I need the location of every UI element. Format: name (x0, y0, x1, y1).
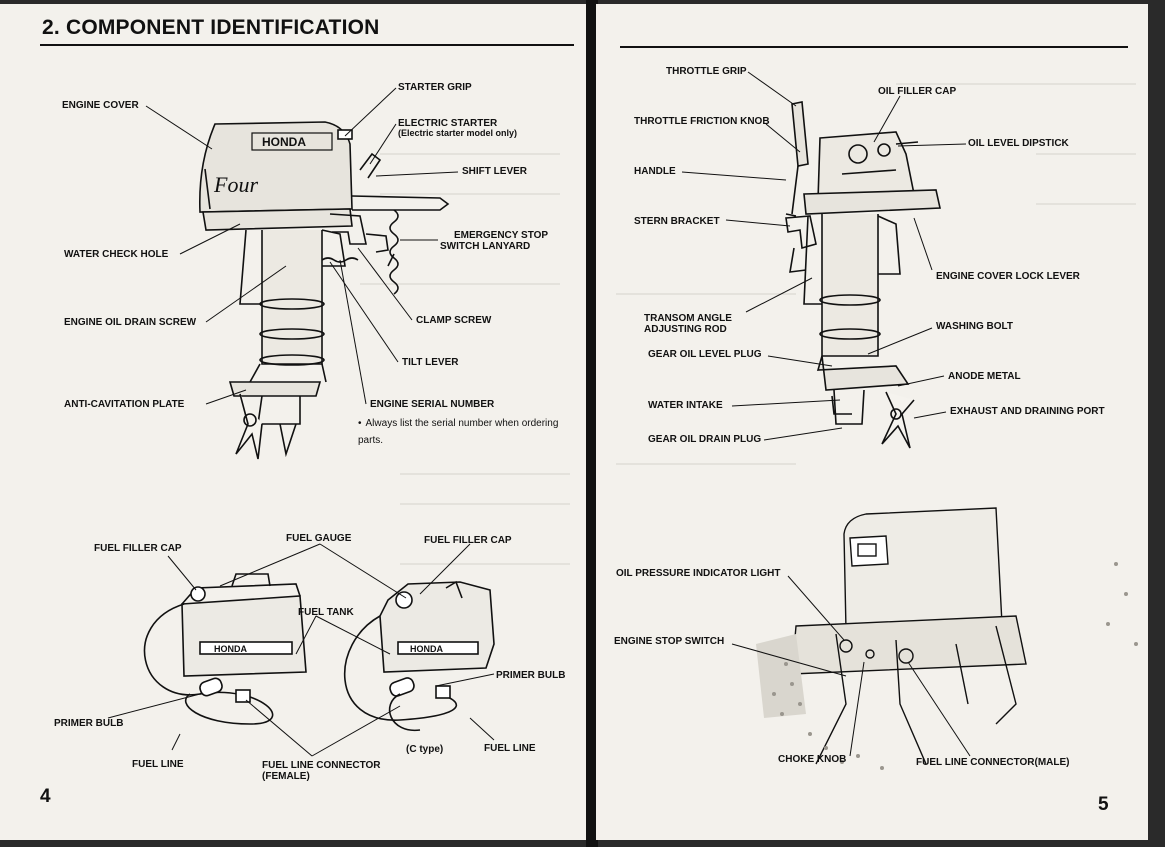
label-electric-starter: ELECTRIC STARTER (398, 118, 498, 129)
title-rule (40, 44, 574, 46)
right-title-rule (620, 46, 1128, 48)
outboard-motor-illustration: HONDA Four (198, 121, 450, 460)
label-primer-bulb-left: PRIMER BULB (54, 718, 124, 729)
label-engine-serial-number: ENGINE SERIAL NUMBER (370, 399, 495, 410)
serial-note-text: Always list the serial number when order… (358, 418, 559, 446)
label-engine-stop-switch: ENGINE STOP SWITCH (614, 636, 725, 647)
label-tilt-lever: TILT LEVER (402, 357, 459, 368)
label-gear-oil-drain-plug: GEAR OIL DRAIN PLUG (648, 434, 762, 445)
right-leader-lines (681, 71, 971, 757)
label-exhaust-draining-port: EXHAUST AND DRAINING PORT (950, 406, 1105, 417)
label-c-type: (C type) (406, 744, 444, 755)
section-title: 2. COMPONENT IDENTIFICATION (42, 16, 380, 39)
label-starter-grip: STARTER GRIP (398, 82, 472, 93)
label-fuel-line-connector: FUEL LINE CONNECTOR (262, 760, 381, 771)
label-shift-lever: SHIFT LEVER (462, 166, 528, 177)
bleed-through-text (360, 153, 570, 565)
label-fuel-filler-cap-right: FUEL FILLER CAP (424, 535, 512, 546)
label-fuel-gauge: FUEL GAUGE (286, 533, 352, 544)
engine-script-logo: Four (213, 172, 258, 197)
label-gear-oil-level-plug: GEAR OIL LEVEL PLUG (648, 349, 762, 360)
label-choke-knob: CHOKE KNOB (778, 754, 847, 765)
label-switch-lanyard: SWITCH LANYARD (440, 241, 531, 252)
label-fuel-line-connector-male: FUEL LINE CONNECTOR(MALE) (916, 757, 1070, 768)
label-handle: HANDLE (634, 166, 676, 177)
label-fuel-line-right: FUEL LINE (484, 743, 536, 754)
label-electric-starter-note: (Electric starter model only) (398, 128, 518, 138)
label-throttle-grip: THROTTLE GRIP (666, 66, 747, 77)
label-primer-bulb-right: PRIMER BULB (496, 670, 566, 681)
label-engine-cover: ENGINE COVER (62, 100, 139, 111)
label-fuel-tank: FUEL TANK (298, 607, 354, 618)
right-page: THROTTLE GRIP OIL FILLER CAP THROTTLE FR… (596, 4, 1148, 840)
book-spine (586, 0, 598, 847)
label-water-intake: WATER INTAKE (648, 400, 723, 411)
label-engine-cover-lock-lever: ENGINE COVER LOCK LEVER (936, 271, 1080, 282)
label-anti-cavitation-plate: ANTI-CAVITATION PLATE (64, 399, 185, 410)
label-transom-angle: TRANSOM ANGLE (644, 313, 732, 324)
left-tank-brand: HONDA (214, 644, 247, 654)
label-clamp-screw: CLAMP SCREW (416, 315, 492, 326)
label-fuel-line-left: FUEL LINE (132, 759, 184, 770)
label-anode-metal: ANODE METAL (948, 371, 1021, 382)
label-emergency-stop: EMERGENCY STOP (454, 230, 549, 241)
page-number-left: 4 (40, 786, 51, 807)
fuel-tank-illustration: HONDA HONDA (143, 573, 495, 732)
right-tank-brand: HONDA (410, 644, 443, 654)
left-page-illustrations: HONDA Four (107, 87, 570, 757)
outboard-no-cover-illustration (785, 101, 941, 449)
label-throttle-friction-knob: THROTTLE FRICTION KNOB (634, 116, 770, 127)
label-fuel-filler-cap-left: FUEL FILLER CAP (94, 543, 182, 554)
label-adjusting-rod: ADJUSTING ROD (644, 324, 727, 335)
outboard-leader-lines (145, 87, 459, 405)
label-washing-bolt: WASHING BOLT (936, 321, 1014, 332)
right-page-illustrations (616, 71, 1138, 770)
page-number-right: 5 (1098, 794, 1109, 815)
bleed-through-text (616, 83, 1136, 465)
left-page: 2. COMPONENT IDENTIFICATION HONDA Four (0, 4, 588, 840)
label-fuel-line-connector-female: (FEMALE) (262, 771, 310, 782)
label-water-check-hole: WATER CHECK HOLE (64, 249, 169, 260)
label-oil-pressure-indicator-light: OIL PRESSURE INDICATOR LIGHT (616, 568, 781, 579)
serial-number-note: •Always list the serial number when orde… (358, 415, 568, 449)
control-panel-illustration (756, 507, 1138, 770)
fuel-leader-lines (107, 543, 495, 757)
label-oil-level-dipstick: OIL LEVEL DIPSTICK (968, 138, 1069, 149)
label-engine-oil-drain-screw: ENGINE OIL DRAIN SCREW (64, 317, 197, 328)
label-stern-bracket: STERN BRACKET (634, 216, 720, 227)
brand-logo: HONDA (262, 135, 306, 149)
bullet-icon: • (358, 418, 362, 429)
label-oil-filler-cap: OIL FILLER CAP (878, 86, 957, 97)
